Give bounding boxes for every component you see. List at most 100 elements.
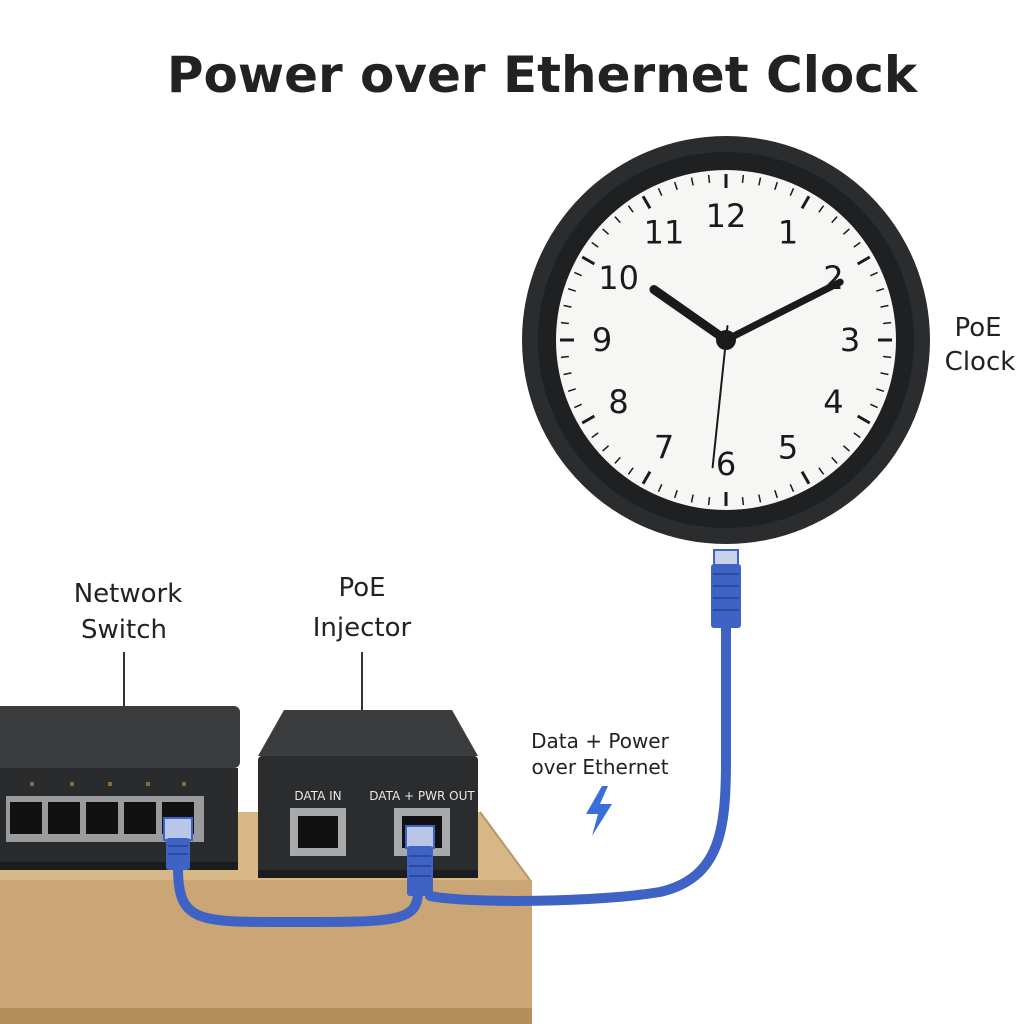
poe-injector-label: PoE Injector — [313, 573, 412, 710]
clock-tick — [880, 304, 889, 308]
clock-center-hub — [716, 330, 736, 350]
poe-clock-label: PoE Clock — [945, 313, 1016, 377]
clock-tick — [818, 205, 825, 213]
hour-hand — [649, 285, 731, 345]
network-switch-label-line1: Network — [74, 579, 183, 609]
data-pwr-out-port-label: DATA + PWR OUT — [369, 789, 475, 803]
clock-numeral: 4 — [823, 383, 843, 421]
clock-numeral: 6 — [716, 445, 736, 483]
clock-tick — [853, 241, 861, 248]
clock-tick — [856, 255, 871, 266]
poe-injector-label-line2: Injector — [313, 613, 412, 643]
clock-tick — [853, 432, 861, 439]
clock-numeral: 3 — [840, 321, 860, 359]
clock-tick — [876, 287, 885, 292]
clock-tick — [831, 456, 838, 464]
minute-hand — [722, 278, 844, 344]
clock-tick — [627, 467, 634, 475]
clock-tick — [870, 403, 878, 409]
clock-tick — [560, 321, 569, 325]
clock-tick — [800, 470, 811, 485]
clock-numeral: 7 — [654, 428, 674, 466]
clock-tick — [870, 271, 878, 277]
clock-tick — [574, 403, 582, 409]
clock-tick — [800, 195, 811, 210]
rj45-connector-switch — [163, 817, 193, 870]
clock-tick — [883, 321, 892, 325]
clock-tick — [707, 174, 711, 183]
clock-tick — [574, 271, 582, 277]
clock-tick — [758, 177, 762, 186]
clock-tick — [567, 287, 576, 292]
clock-tick — [774, 490, 779, 499]
network-switch-label-line2: Switch — [81, 615, 167, 645]
clock-tick — [741, 497, 745, 506]
data-in-port — [290, 808, 346, 856]
network-switch — [0, 706, 240, 870]
clock-tick — [627, 205, 634, 213]
clock-tick — [567, 388, 576, 393]
clock-tick — [880, 372, 889, 376]
poe-injector: DATA IN DATA + PWR OUT — [258, 710, 478, 878]
poe-clock-label-line1: PoE — [954, 313, 1001, 343]
clock-tick — [741, 174, 745, 183]
data-power-label-line1: Data + Power — [531, 729, 669, 753]
clock-tick — [789, 188, 795, 196]
clock-tick — [673, 181, 678, 190]
clock-tick — [673, 490, 678, 499]
data-in-port-label: DATA IN — [294, 789, 341, 803]
clock-tick — [856, 414, 871, 425]
clock-tick — [707, 497, 711, 506]
data-power-label: Data + Power over Ethernet — [531, 729, 669, 779]
clock-tick — [614, 456, 621, 464]
switch-to-injector-cable — [173, 863, 423, 928]
clock-tick — [657, 188, 663, 196]
clock-tick — [581, 255, 596, 266]
clock-tick-marks — [560, 174, 892, 506]
rj45-connector-clock — [711, 549, 741, 628]
clock-tick — [602, 445, 610, 452]
clock-hands — [649, 278, 844, 469]
clock-tick — [876, 388, 885, 393]
lightning-bolt-icon — [586, 786, 612, 836]
network-switch-label: Network Switch — [74, 579, 183, 706]
clock-numeral: 9 — [592, 321, 612, 359]
clock-numeral: 8 — [608, 383, 628, 421]
clock-tick — [563, 372, 572, 376]
clock-numeral: 11 — [644, 214, 685, 252]
clock-numeral: 5 — [778, 428, 798, 466]
data-power-label-line2: over Ethernet — [531, 755, 668, 779]
clock-tick — [842, 445, 850, 452]
clock-tick — [657, 484, 663, 492]
clock-tick — [641, 470, 652, 485]
clock-tick — [641, 195, 652, 210]
clock-tick — [614, 216, 621, 224]
clock-tick — [690, 177, 694, 186]
diagram-title: Power over Ethernet Clock — [167, 46, 919, 104]
clock-tick — [774, 181, 779, 190]
clock-tick — [560, 355, 569, 359]
clock-tick — [690, 494, 694, 503]
clock-tick — [563, 304, 572, 308]
clock-tick — [591, 241, 599, 248]
clock-tick — [842, 228, 850, 235]
clock-tick — [831, 216, 838, 224]
switch-port-leds — [30, 782, 186, 786]
injector-to-clock-cable — [425, 617, 731, 906]
clock-tick — [602, 228, 610, 235]
poe-clock-label-line2: Clock — [945, 347, 1016, 377]
clock-tick — [818, 467, 825, 475]
clock-tick — [789, 484, 795, 492]
clock-numeral: 1 — [778, 214, 798, 252]
clock-tick — [581, 414, 596, 425]
clock-numeral: 12 — [706, 197, 747, 235]
clock-tick — [883, 355, 892, 359]
rj45-connector-injector — [405, 825, 435, 896]
clock-tick — [591, 432, 599, 439]
clock-numeral: 10 — [598, 259, 639, 297]
poe-injector-label-line1: PoE — [338, 573, 385, 603]
ethernet-cables — [173, 617, 731, 928]
